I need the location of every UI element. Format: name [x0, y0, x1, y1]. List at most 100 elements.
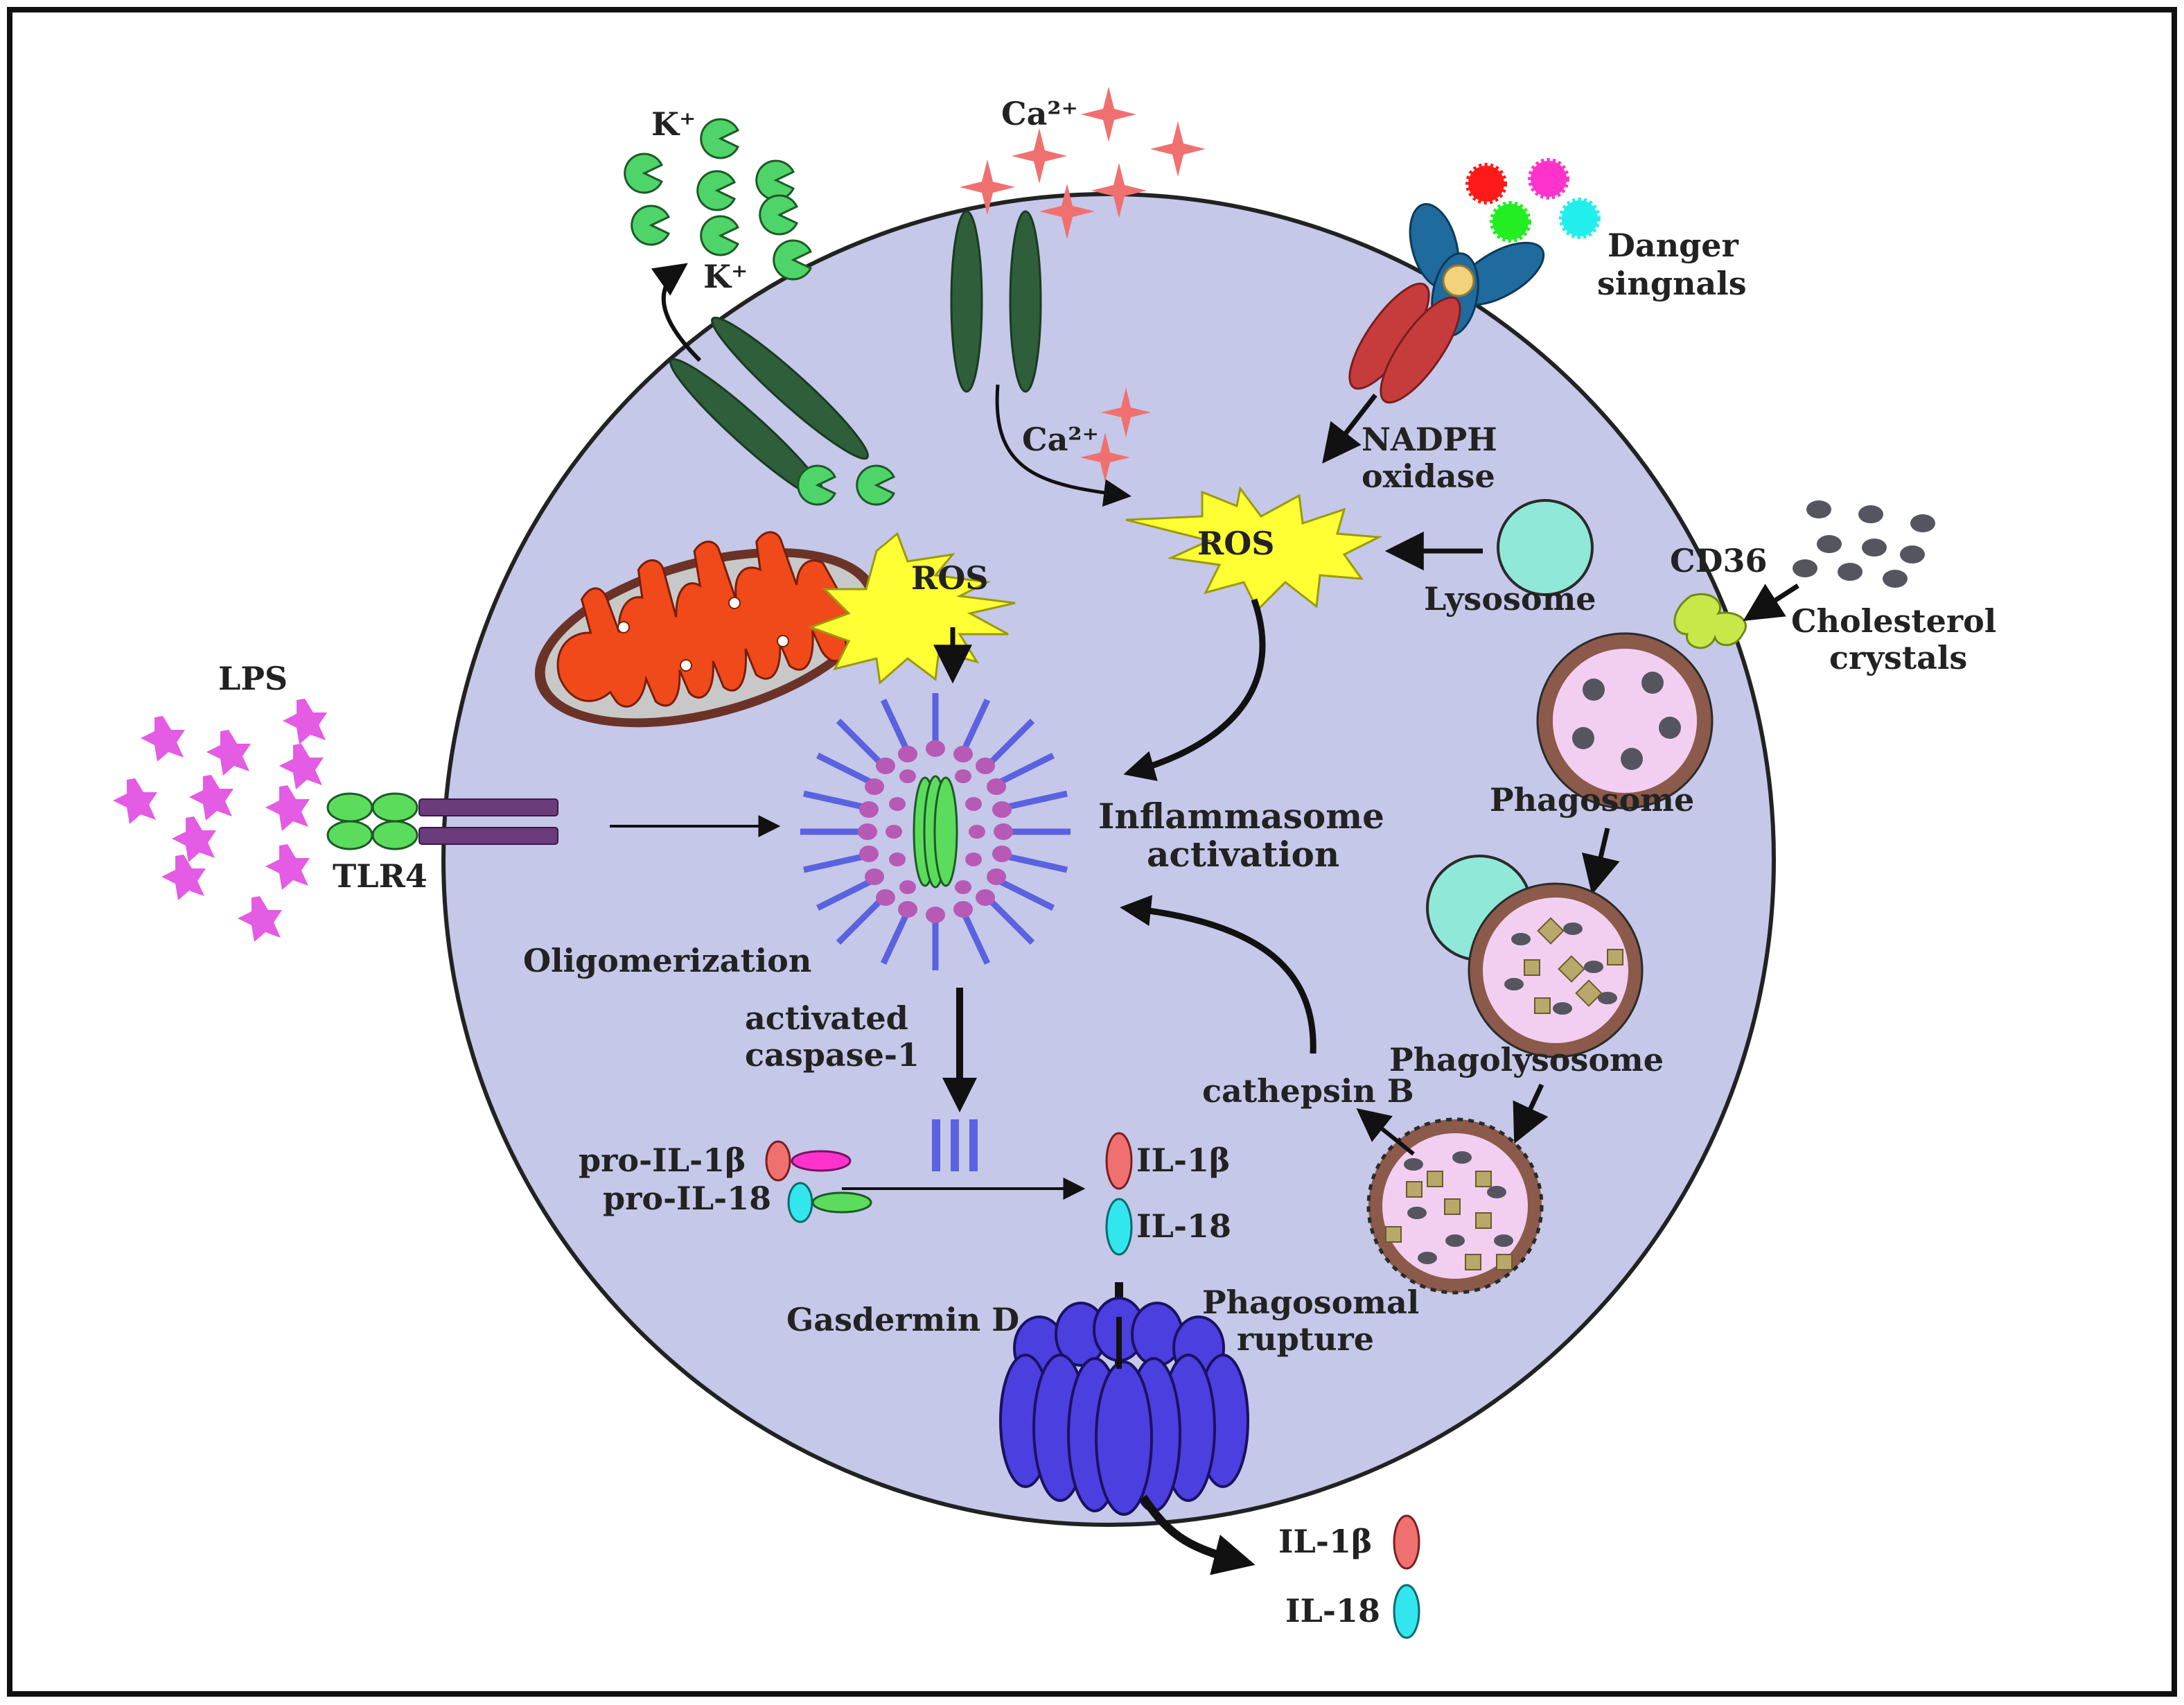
k-ion: [624, 152, 663, 194]
phagosome-arrow: [1582, 828, 1620, 895]
lysosome: [1497, 499, 1594, 596]
pro-il18-label: pro-IL-18: [603, 1180, 771, 1217]
lps-molecule: [283, 699, 327, 744]
mitochondrion: [534, 531, 879, 728]
lps-molecule: [265, 785, 310, 831]
inflammasome-core: [913, 775, 958, 889]
gasdermin-d-pore: [999, 1297, 1249, 1516]
lps-molecule: [279, 744, 324, 789]
pro-il1b-molecule: [765, 1140, 852, 1182]
cathepsin-b-label: cathepsin B: [1202, 1072, 1414, 1110]
ruptured-phagosome-cargo: [1385, 1151, 1513, 1270]
lps-molecule: [113, 778, 157, 824]
lps-molecule: [206, 730, 251, 776]
oligomerization-label: Oligomerization: [523, 942, 811, 979]
lps-molecule: [172, 816, 216, 862]
k-ion: [759, 194, 798, 236]
ca-ion: [1039, 184, 1095, 239]
phagosome-label: Phagosome: [1490, 781, 1694, 819]
cholesterol-crystal: [1862, 539, 1887, 557]
il18-inside-label: IL-18: [1136, 1207, 1231, 1245]
pro-il18-molecule: [787, 1182, 872, 1223]
cholesterol-crystal: [1858, 505, 1883, 523]
il18-mature-inside: [1105, 1198, 1133, 1256]
pro-il1b-label: pro-IL-1β: [579, 1142, 746, 1179]
ca-ion: [1080, 432, 1130, 482]
k-ion: [700, 118, 739, 159]
tlr4-receptor: [326, 792, 558, 850]
phagolysosome-outline: [1468, 882, 1644, 1058]
ruptured-phagosome-outline: [1366, 1117, 1544, 1295]
cd36-label: CD36: [1670, 542, 1768, 579]
ca-influx-arrow: [995, 384, 1131, 507]
inflammasome-beads: [858, 740, 1013, 923]
k-ion: [797, 464, 836, 506]
phagolysosome-label: Phagolysosome: [1389, 1041, 1664, 1078]
lps-molecule: [238, 896, 282, 942]
lysosome-label: Lysosome: [1424, 580, 1596, 618]
k-ion: [856, 464, 895, 506]
cathepsin-to-inflammasome-arrow: [1120, 895, 1316, 1054]
phagosome-cargo: [1572, 672, 1681, 770]
ca-ion: [1150, 121, 1206, 177]
ca-ions-inside: [1080, 387, 1151, 482]
activated-caspase-1: [932, 1119, 978, 1171]
ros-label-left: ROS: [911, 559, 989, 597]
ca-ion: [960, 159, 1015, 215]
phagolysosome-arrow: [1513, 1083, 1549, 1144]
inflammasome-activation-label-1: Inflammasome: [1098, 796, 1384, 837]
ca-ion: [1101, 387, 1151, 437]
activated-caspase-label-2: caspase-1: [745, 1036, 919, 1074]
danger-signals-label-2: singnals: [1597, 265, 1747, 302]
danger-receptor: [1348, 203, 1545, 404]
phagosomal-rupture-label-2: rupture: [1237, 1320, 1374, 1358]
phagosome-wall-outline: [1536, 632, 1714, 810]
danger-signals-label-1: Danger: [1608, 227, 1739, 264]
k-efflux-label: K⁺: [703, 258, 748, 295]
danger-molecule: [1559, 198, 1601, 239]
cytokine-release-arrow: [1140, 1494, 1256, 1575]
k-ion: [696, 170, 736, 211]
ros-label-right: ROS: [1197, 525, 1275, 562]
cholesterol-crystal: [1900, 545, 1925, 563]
activated-caspase-label-1: activated: [745, 999, 908, 1037]
il18-released: [1393, 1584, 1420, 1639]
danger-molecule: [1465, 163, 1507, 204]
lps-molecule: [189, 775, 234, 821]
danger-molecule: [1490, 201, 1531, 243]
ca-outside-label: Ca²⁺: [1001, 95, 1078, 132]
lps-molecule: [265, 844, 310, 890]
lps-label: LPS: [218, 660, 288, 697]
nadph-arrow: [1322, 393, 1377, 464]
inflammasome-rays: [800, 693, 1071, 970]
ros-burst-right: [1125, 486, 1383, 612]
nadph-label-2: oxidase: [1362, 457, 1495, 495]
lps-molecule: [161, 855, 206, 900]
cholesterol-crystal: [1817, 535, 1842, 553]
k-outside-label: K⁺: [651, 105, 696, 143]
lps-molecule: [141, 716, 185, 762]
phagolysosome: [1469, 884, 1642, 1057]
cholesterol-to-cd36-arrow: [1743, 584, 1799, 622]
cholesterol-label-2: crystals: [1829, 639, 1967, 676]
cd36-receptor: [1673, 593, 1747, 649]
k-ion: [631, 204, 670, 246]
ca-ion: [1091, 163, 1147, 218]
cholesterol-crystal: [1793, 559, 1817, 577]
tlr4-label: TLR4: [333, 857, 428, 895]
inflammasome-activation-label-2: activation: [1147, 834, 1339, 875]
gasdermin-d-label: Gasdermin D: [786, 1301, 1019, 1338]
danger-signal-molecules: [1465, 158, 1601, 243]
nadph-label-1: NADPH: [1362, 421, 1497, 458]
il18-released-label: IL-18: [1285, 1592, 1380, 1629]
cholesterol-label-1: Cholesterol: [1791, 602, 1996, 640]
cholesterol-crystals: [1793, 500, 1935, 588]
phagosome: [1538, 633, 1712, 808]
phagosomal-rupture-label-1: Phagosomal: [1202, 1284, 1419, 1321]
cholesterol-crystal: [1838, 563, 1862, 581]
k-ion: [700, 215, 739, 256]
cholesterol-crystal: [1883, 570, 1908, 588]
ca-ion: [1081, 87, 1136, 142]
danger-molecule: [1528, 158, 1569, 200]
